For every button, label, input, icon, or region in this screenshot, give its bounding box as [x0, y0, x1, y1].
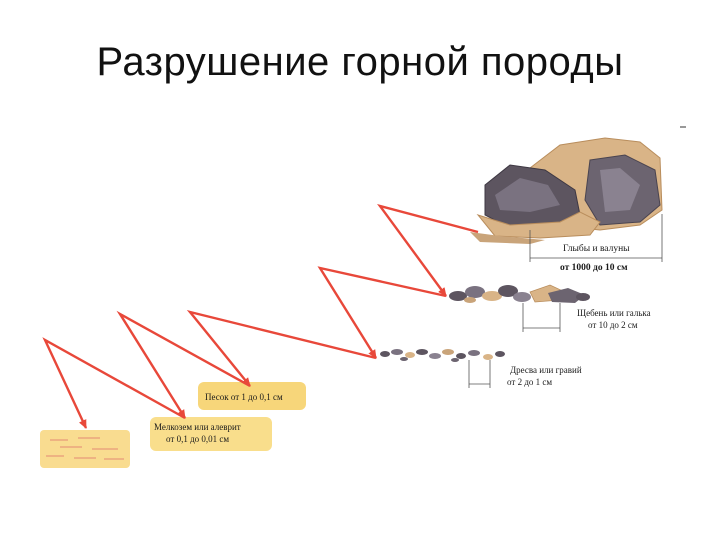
silt-name-label: Мелкозем или алеврит: [154, 422, 241, 432]
gravel-dimension: [522, 303, 561, 332]
boulders-size-label: от 1000 до 10 см: [560, 263, 628, 273]
silt-size-label: от 0,1 до 0,01 см: [166, 434, 229, 444]
sand-patch: [198, 382, 306, 410]
silt-patch: [150, 417, 272, 451]
gravel-size-label: от 10 до 2 см: [588, 320, 638, 330]
clay-patch: [40, 430, 130, 468]
boulders-dimension: [529, 214, 663, 262]
grit-dimension: [468, 360, 491, 388]
slide-title: Разрушение горной породы: [96, 40, 624, 84]
sand-label: Песок от 1 до 0,1 см: [205, 392, 283, 402]
grit-illustration: [380, 349, 505, 362]
gravel-name-label: Щебень или галька: [577, 308, 651, 318]
grit-name-label: Дресва или гравий: [510, 365, 582, 375]
weathering-arrows: [42, 203, 479, 429]
grit-size-label: от 2 до 1 см: [507, 377, 552, 387]
boulders-name-label: Глыбы и валуны: [563, 243, 630, 254]
boulders-illustration: [470, 137, 663, 244]
gravel-illustration: [449, 284, 590, 303]
